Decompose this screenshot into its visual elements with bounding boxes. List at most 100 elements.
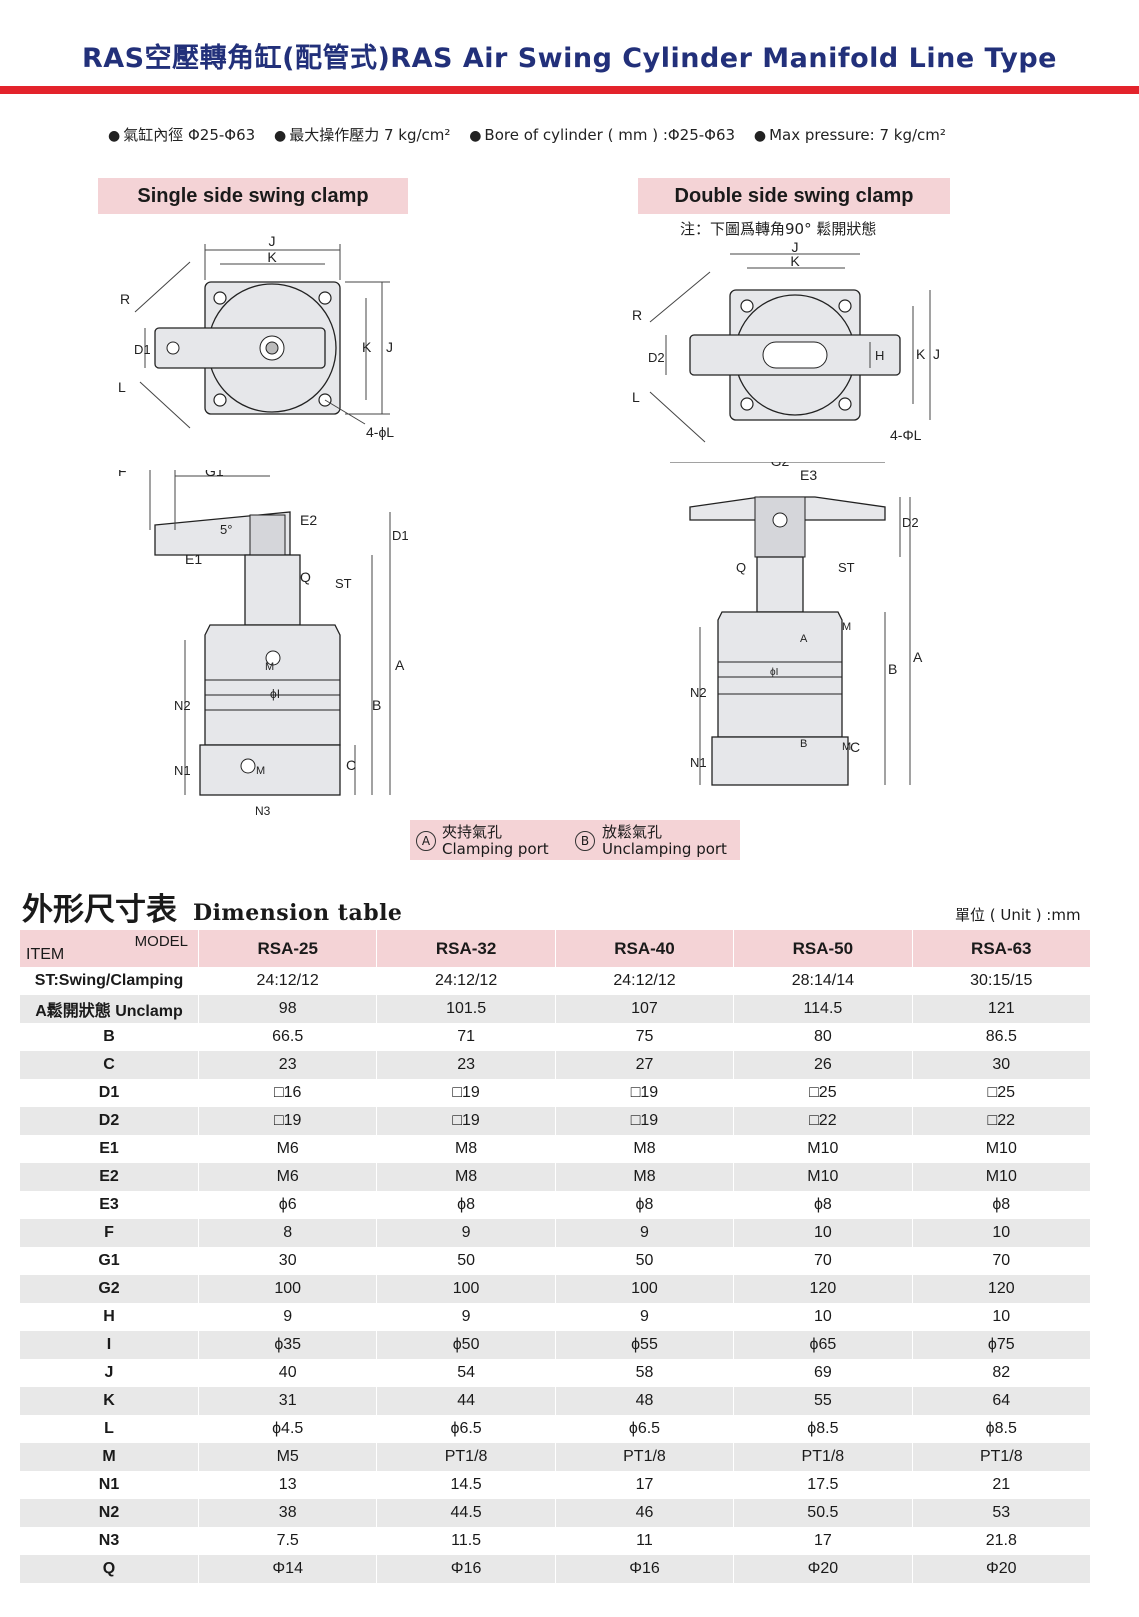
- table-cell: 14.5: [376, 1471, 556, 1499]
- svg-text:M: M: [842, 621, 851, 633]
- table-cell: ϕ8.5: [912, 1415, 1092, 1443]
- row-item-label: Q: [20, 1555, 199, 1583]
- row-item-label: N1: [20, 1471, 199, 1499]
- row-item-label: G1: [20, 1247, 199, 1275]
- table-cell: 114.5: [733, 995, 913, 1023]
- table-cell: 64: [912, 1387, 1092, 1415]
- svg-text:4-ΦL: 4-ΦL: [890, 427, 922, 443]
- table-cell: □19: [198, 1107, 378, 1135]
- svg-text:ϕI: ϕI: [270, 687, 280, 701]
- table-cell: 17: [555, 1471, 735, 1499]
- table-cell: 101.5: [376, 995, 556, 1023]
- table-cell: 9: [555, 1219, 735, 1247]
- bullet-icon: ●: [108, 128, 121, 144]
- unit-label: 單位 ( Unit ) :mm: [955, 906, 1081, 924]
- table-cell: 8: [198, 1219, 378, 1247]
- table-cell: 55: [733, 1387, 913, 1415]
- table-cell: 10: [733, 1303, 913, 1331]
- table-cell: 44.5: [376, 1499, 556, 1527]
- table-cell: 30:15/15: [912, 967, 1092, 995]
- table-header-row: MODEL ITEM RSA-25 RSA-32 RSA-40 RSA-50 R…: [20, 930, 1092, 967]
- table-cell: 9: [555, 1303, 735, 1331]
- table-cell: 23: [376, 1051, 556, 1079]
- svg-text:B: B: [372, 697, 381, 713]
- table-cell: 24:12/12: [198, 967, 378, 995]
- svg-text:A: A: [913, 649, 923, 665]
- model-header: RSA-40: [555, 930, 735, 967]
- table-cell: 75: [555, 1023, 735, 1051]
- table-cell: 50: [376, 1247, 556, 1275]
- table-cell: 44: [376, 1387, 556, 1415]
- table-cell: 82: [912, 1359, 1092, 1387]
- row-item-label: ST:Swing/Clamping: [20, 967, 199, 995]
- bullet-icon: ●: [469, 128, 482, 144]
- table-cell: Φ14: [198, 1555, 378, 1583]
- table-cell: 30: [198, 1247, 378, 1275]
- table-cell: 17.5: [733, 1471, 913, 1499]
- table-cell: ϕ65: [733, 1331, 913, 1359]
- svg-text:4-ϕL: 4-ϕL: [366, 424, 394, 440]
- table-cell: □25: [912, 1079, 1092, 1107]
- unclamping-port-symbol: B: [575, 831, 595, 851]
- svg-text:R: R: [120, 291, 130, 307]
- svg-text:J: J: [386, 339, 393, 355]
- table-cell: 100: [198, 1275, 378, 1303]
- spec-bore-en: Bore of cylinder ( mm ) :Φ25-Φ63: [484, 126, 736, 144]
- table-cell: M10: [733, 1135, 913, 1163]
- title-underline: [0, 86, 1139, 94]
- svg-text:D1: D1: [392, 528, 409, 543]
- svg-text:E3: E3: [800, 467, 817, 483]
- table-cell: ϕ8: [555, 1191, 735, 1219]
- table-cell: ϕ8: [376, 1191, 556, 1219]
- table-cell: 86.5: [912, 1023, 1092, 1051]
- table-cell: 69: [733, 1359, 913, 1387]
- svg-text:H: H: [875, 348, 884, 363]
- model-header: RSA-25: [198, 930, 378, 967]
- svg-text:Q: Q: [300, 569, 311, 585]
- svg-text:M: M: [256, 765, 265, 777]
- table-cell: 9: [198, 1303, 378, 1331]
- row-item-label: N3: [20, 1527, 199, 1555]
- table-cell: 23: [198, 1051, 378, 1079]
- double-side-view-drawing: G2 E3 Q D2 ST A B C ϕI A M B M N2 N1: [670, 462, 923, 786]
- table-cell: 121: [912, 995, 1092, 1023]
- row-item-label: A鬆開狀態 Unclamp: [20, 995, 199, 1023]
- table-cell: 98: [198, 995, 378, 1023]
- double-swing-note: 注：下圖爲轉角90° 鬆開狀態: [680, 220, 877, 238]
- table-cell: ϕ4.5: [198, 1415, 378, 1443]
- svg-text:N1: N1: [174, 763, 191, 778]
- table-cell: Φ20: [733, 1555, 913, 1583]
- row-item-label: B: [20, 1023, 199, 1051]
- row-item-label: L: [20, 1415, 199, 1443]
- table-cell: 70: [733, 1247, 913, 1275]
- svg-text:N3: N3: [255, 804, 271, 818]
- svg-text:D2: D2: [902, 515, 919, 530]
- table-cell: M8: [376, 1163, 556, 1191]
- table-cell: 120: [912, 1275, 1092, 1303]
- table-cell: 24:12/12: [376, 967, 556, 995]
- row-item-label: J: [20, 1359, 199, 1387]
- table-cell: ϕ75: [912, 1331, 1092, 1359]
- row-item-label: E1: [20, 1135, 199, 1163]
- table-cell: 53: [912, 1499, 1092, 1527]
- svg-text:ϕI: ϕI: [770, 667, 778, 678]
- table-cell: M5: [198, 1443, 378, 1471]
- row-item-label: D1: [20, 1079, 199, 1107]
- table-cell: 46: [555, 1499, 735, 1527]
- row-item-label: K: [20, 1387, 199, 1415]
- table-cell: 26: [733, 1051, 913, 1079]
- table-cell: 10: [912, 1219, 1092, 1247]
